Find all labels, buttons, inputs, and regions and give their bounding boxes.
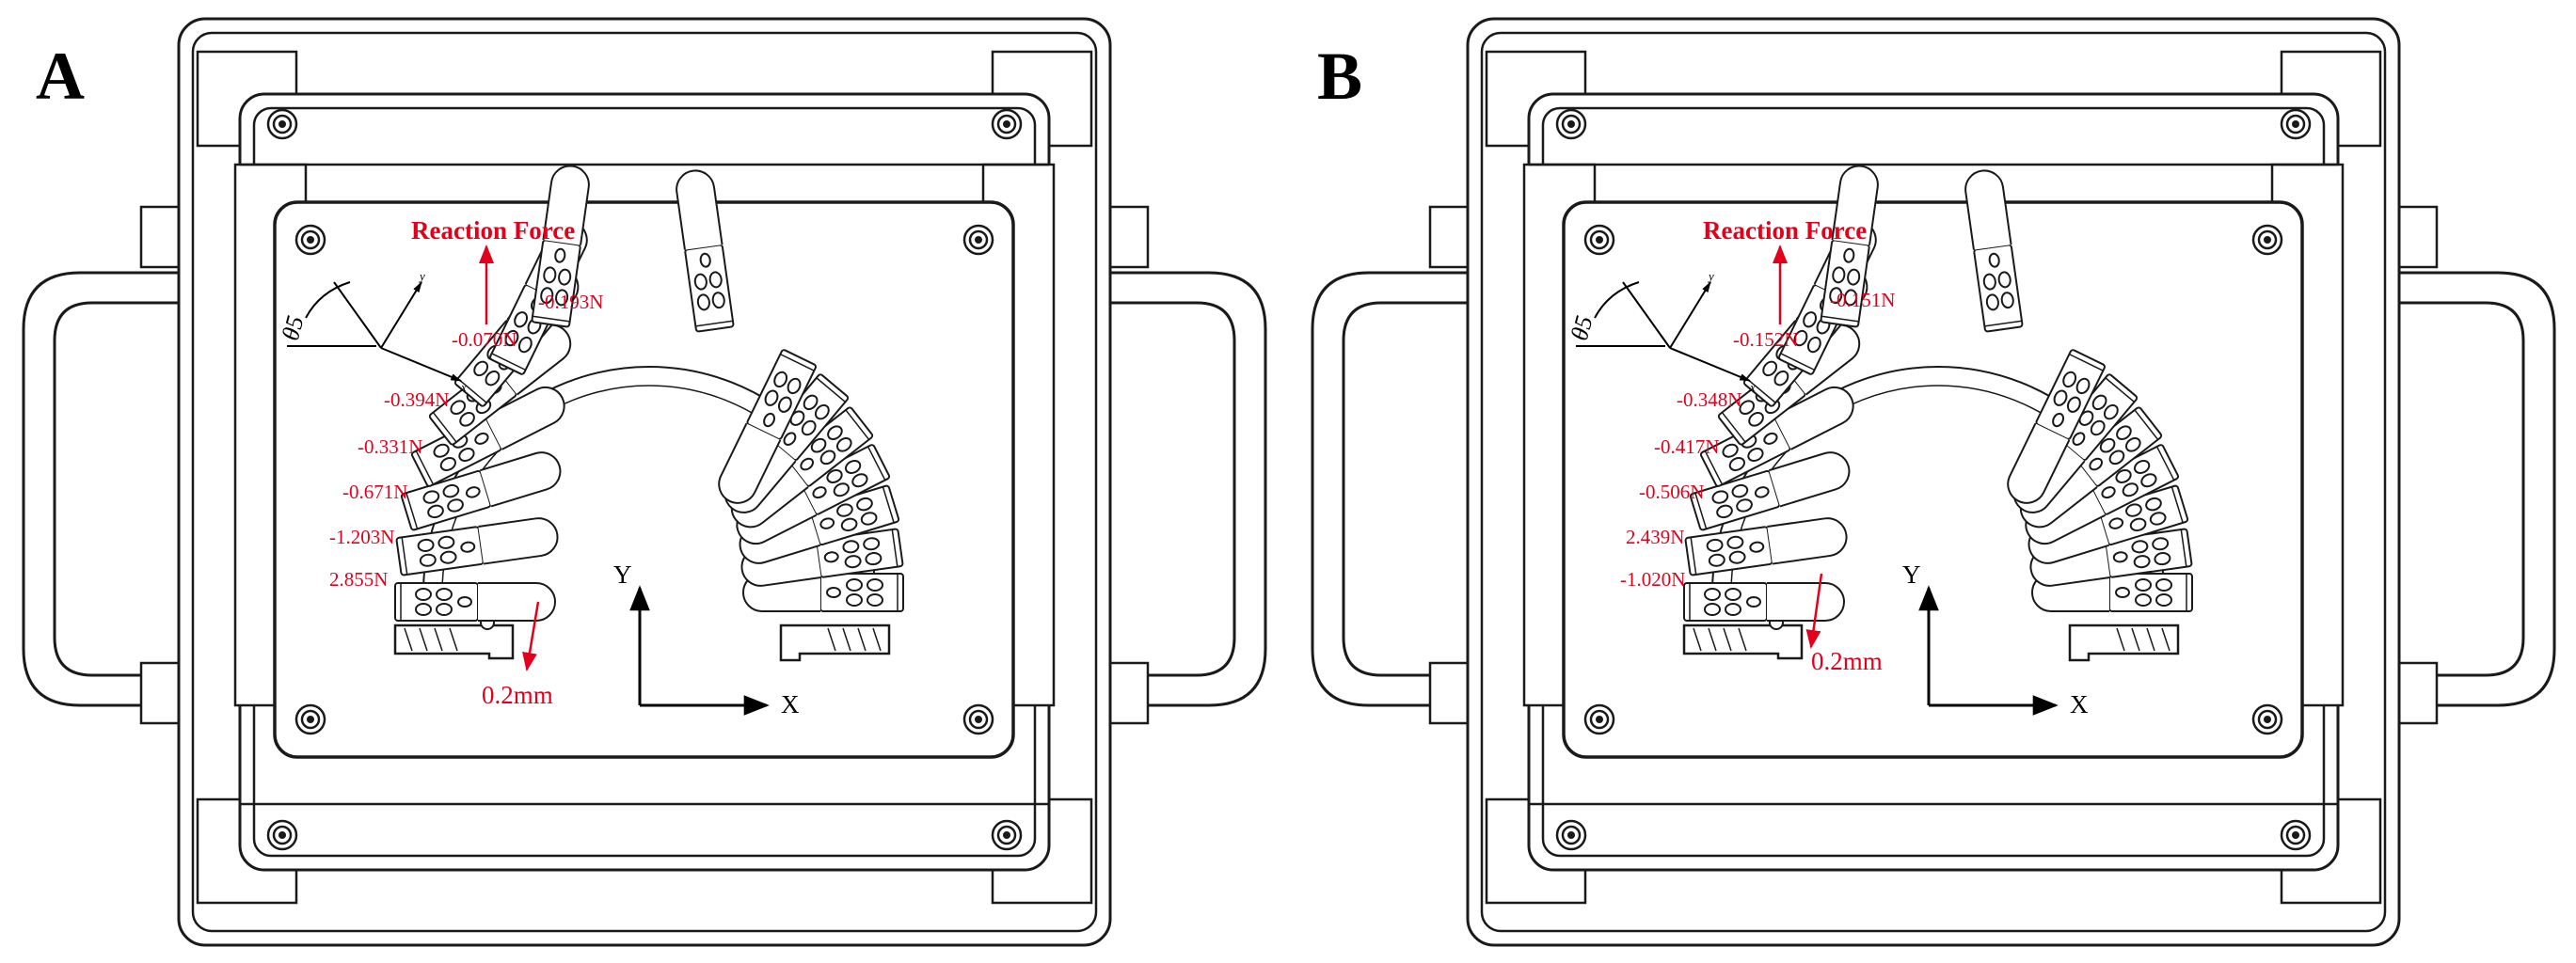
reaction-force-title: Reaction Force (411, 216, 575, 245)
reaction-force-title: Reaction Force (1703, 216, 1867, 245)
finger-force-3: -0.671N (342, 481, 407, 503)
finger-force-2: -0.417N (1654, 435, 1719, 458)
finger-force-2: -0.331N (358, 435, 422, 458)
finger-force-1: -0.394N (384, 388, 449, 411)
panel-letter: B (1317, 39, 1362, 114)
displacement-arrow (1805, 573, 1823, 649)
local-axis-x-label: x (1749, 380, 1756, 394)
finger-force-4: -1.203N (329, 526, 394, 548)
reaction-force-value: -0.152N (1733, 328, 1798, 351)
finger-force-3: -0.506N (1639, 481, 1704, 503)
finger-force-5: -1.020N (1620, 568, 1685, 591)
finger-force-5: 2.855N (329, 568, 388, 591)
fixture-drawing-a (24, 19, 1265, 945)
panel-letter: A (36, 39, 85, 114)
displacement-label: 0.2mm (1811, 647, 1883, 675)
panel-b: B Reaction Force -0.152N -0.151N -0.348N… (1312, 19, 2554, 945)
axis-y-label: Y (1902, 560, 1921, 589)
local-axis-x-label: x (460, 380, 467, 394)
top-finger-force: -0.151N (1830, 289, 1895, 311)
displacement-label: 0.2mm (482, 681, 553, 709)
top-finger-force: -0.193N (538, 291, 603, 313)
finger-force-4: 2.439N (1626, 526, 1684, 548)
axis-y-label: Y (613, 560, 632, 589)
finger-force-1: -0.348N (1677, 388, 1741, 411)
axis-x-label: X (2070, 690, 2089, 718)
panel-a: A Reaction Force -0.070N -0.193N -0.394N… (24, 19, 1265, 945)
displacement-arrow (522, 601, 540, 671)
local-axis-y-label: y (1707, 269, 1714, 283)
fixture-drawing-b (1312, 19, 2554, 945)
reaction-force-value: -0.070N (452, 328, 517, 351)
local-axis-y-label: y (418, 269, 425, 283)
axis-x-label: X (781, 690, 800, 718)
